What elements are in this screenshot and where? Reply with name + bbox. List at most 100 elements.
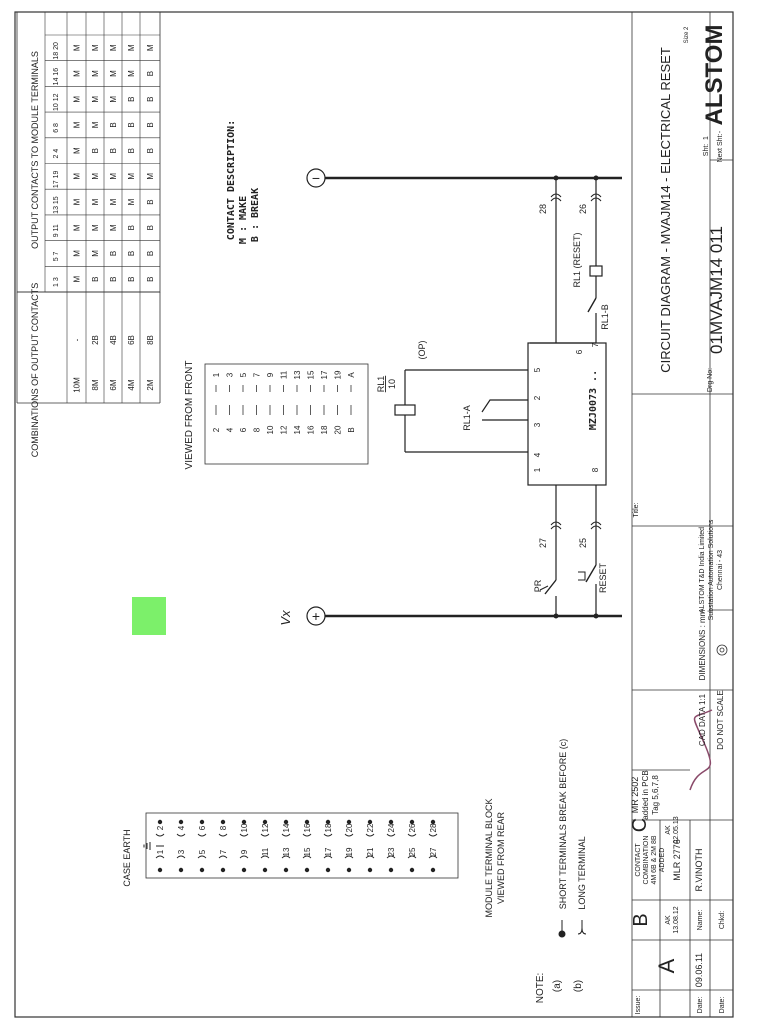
positive-label: + [312, 608, 320, 624]
contact-type-cell: M [91, 70, 100, 77]
projection-icon [716, 644, 728, 656]
contact-type-cell: B [146, 71, 155, 76]
contact-type-cell: M [109, 224, 118, 231]
rear-terminal-even: 8 [219, 825, 228, 830]
rear-terminal-even: 6 [198, 825, 207, 830]
front-terminal-left: 2 [212, 427, 221, 432]
contact-description-make: M : MAKE [238, 196, 249, 244]
rev-c: C [629, 818, 651, 832]
contact-type-cell: M [127, 70, 136, 77]
rl1-op-coil [394, 404, 416, 416]
contact-type-cell: M [91, 44, 100, 51]
contact-type-cell: B [127, 97, 136, 102]
front-terminal-left: 20 [334, 425, 343, 434]
terminal-26: 26 [578, 204, 588, 214]
contact-type-cell: M [109, 96, 118, 103]
module-terminal-block: CASE EARTH 12345678910111213141516171819… [122, 798, 506, 917]
title-block-text: Issue: Date: Name: Chkd: Date: A 09.06.1… [629, 25, 728, 1015]
rear-terminal-odd: 19 [345, 847, 354, 856]
rear-terminal-odd: 1 [156, 849, 165, 854]
combo-break-cell: 6B [127, 335, 136, 345]
front-terminal-right: 15 [307, 370, 316, 379]
contact-description-break: B : BREAK [250, 188, 261, 242]
sheet-number: 1 [703, 136, 710, 140]
rear-terminal-even: 4 [177, 825, 186, 830]
front-terminal-right: 13 [293, 370, 302, 379]
contact-type-cell: B [146, 122, 155, 127]
rear-terminal-even: 14 [282, 823, 291, 832]
contact-type-cell: M [73, 70, 82, 77]
front-terminal-left: 8 [253, 427, 262, 432]
reset-label: RESET [598, 562, 608, 593]
front-terminal-right: 3 [226, 372, 235, 377]
earth-icon [143, 842, 164, 850]
front-terminal-right: A [347, 372, 356, 378]
rear-terminal-even: 26 [408, 823, 417, 832]
long-terminal-symbol [577, 920, 587, 935]
contact-type-cell: M [127, 198, 136, 205]
ic-pin-label: 7 [591, 342, 600, 347]
rev-c-note-1: Tag 5,6,7,8 [651, 775, 660, 815]
terminal-28: 28 [538, 204, 548, 214]
contact-type-cell: M [109, 173, 118, 180]
contact-type-cell: B [146, 148, 155, 153]
front-terminal-left: 10 [266, 425, 275, 434]
note-a-text: SHORT TERMINALS BREAK BEFORE (c) [558, 739, 568, 910]
rear-terminal-odd: 21 [366, 847, 375, 856]
front-terminal-right: 9 [266, 372, 275, 377]
front-terminal-left: 6 [239, 427, 248, 432]
vx-label: Vx [278, 610, 293, 626]
front-terminal-left: 14 [293, 425, 302, 434]
rev-c-mr: MR 2502 [630, 777, 640, 814]
contact-type-cell: M [109, 198, 118, 205]
signature [689, 709, 713, 791]
contact-type-cell: B [127, 276, 136, 281]
company-line-2: Substation Automation Solutions [708, 519, 715, 620]
title-label: Title: [633, 502, 640, 517]
note-b-key: (b) [573, 980, 584, 992]
rev-b-note-2: COMBINATION [643, 836, 650, 885]
cad-data: CAD DATA 1:1 [698, 693, 707, 746]
rev-c-date: 02.05.13 [673, 816, 680, 843]
module-block-title-1: MODULE TERMINAL BLOCK [484, 798, 494, 917]
combo-break-cell: 4B [109, 335, 118, 345]
rear-terminal-odd: 23 [387, 847, 396, 856]
rear-terminal-even: 22 [366, 823, 375, 832]
contact-type-cell: B [109, 122, 118, 127]
contact-type-cell: M [73, 275, 82, 282]
front-terminal-left: 4 [226, 427, 235, 432]
rev-c-by: AK [665, 825, 672, 835]
contact-type-cell: B [91, 148, 100, 153]
rl1a-label: RL1-A [462, 405, 472, 431]
rl1b-contact [587, 297, 597, 313]
combo-count-cell: 4M [127, 379, 136, 390]
circuit [306, 168, 622, 626]
rl1a-contact [481, 399, 528, 421]
contact-type-cell: B [109, 276, 118, 281]
rear-terminal-odd: 5 [198, 849, 207, 854]
contact-type-cell: B [127, 225, 136, 230]
contact-type-cell: B [146, 199, 155, 204]
note-b-text: LONG TERMINAL [577, 836, 587, 909]
ic-mzj0073 [527, 342, 607, 486]
combo-count-cell: 6M [109, 379, 118, 390]
title-block [631, 12, 733, 1017]
contact-type-cell: B [109, 148, 118, 153]
contact-type-cell: M [91, 198, 100, 205]
rear-terminal-even: 2 [156, 825, 165, 830]
ic-pin-label: 1 [533, 467, 542, 472]
circuit-labels: − + Vx 28 26 27 25 RL1 (RESET) RL1-B RL1… [278, 170, 610, 626]
contact-type-cell: M [109, 70, 118, 77]
rear-terminal-odd: 13 [282, 847, 291, 856]
chkd-label: Chkd: [719, 911, 726, 929]
rear-terminal-even: 28 [429, 823, 438, 832]
combo-count-cell: 8M [91, 379, 100, 390]
terminal-pair-header: 6 8 [53, 123, 60, 133]
contact-description-title: CONTACT DESCRIPTION: [226, 120, 237, 240]
contact-type-cell: M [73, 250, 82, 257]
contact-type-cell: M [146, 173, 155, 180]
module-block-title-2: VIEWED FROM REAR [496, 812, 506, 905]
contact-type-cell: M [73, 96, 82, 103]
contact-type-cell: B [146, 97, 155, 102]
contact-type-cell: M [91, 96, 100, 103]
